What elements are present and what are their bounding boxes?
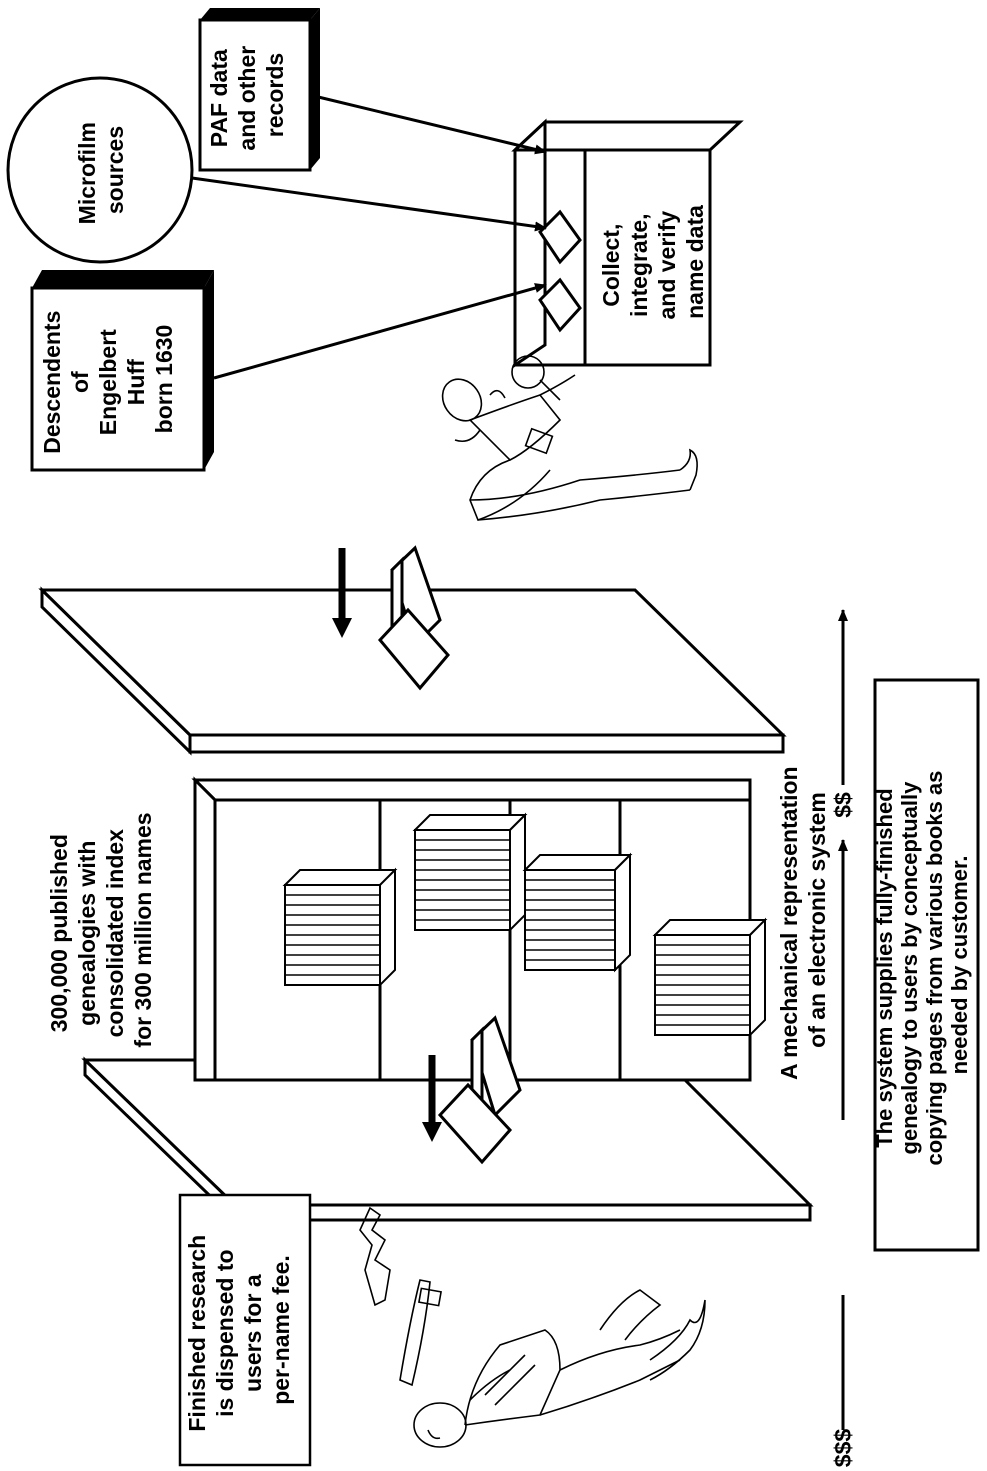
- output-down-arrow-head: [422, 1122, 442, 1142]
- input-printer-unit: [378, 545, 450, 691]
- collect-integrate-label: Collect, integrate, and verify name data: [598, 204, 708, 319]
- microfilm-sources-label: Microfilm sources: [74, 116, 128, 225]
- descendents-book-label: Descendents of Engelbert Huff born 1630: [39, 304, 177, 454]
- descendents-book-box: [30, 270, 214, 472]
- money-left-label: $$$: [830, 1429, 856, 1468]
- customer-figure: [359, 1206, 706, 1448]
- descendents-to-collect-arrow: [213, 283, 547, 380]
- book-stack-3: [522, 852, 633, 973]
- microfilm-to-collect-arrow: [191, 176, 547, 232]
- finished-research-label: Finished research is dispensed to users …: [184, 1228, 294, 1431]
- finished-research-box: [178, 1193, 312, 1467]
- paf-records-box: [198, 8, 320, 172]
- system-caption-text: The system supplies fully-finished genea…: [872, 764, 972, 1165]
- incoming-page-1: [538, 209, 582, 265]
- system-caption-box: [873, 678, 980, 1252]
- mechanical-representation-label: A mechanical representation of an electr…: [776, 760, 830, 1080]
- input-down-arrow-head: [332, 618, 352, 638]
- paf-records-label: PAF data and other records: [206, 39, 288, 150]
- paf-to-collect-arrow: [309, 93, 547, 155]
- researcher-figure: [441, 355, 698, 522]
- incoming-page-2: [538, 277, 582, 333]
- money-right-label: $$: [830, 792, 856, 818]
- library-label: 300,000 published genealogies with conso…: [46, 812, 156, 1047]
- collect-integrate-box: [511, 118, 744, 368]
- book-stack-1: [282, 867, 398, 988]
- book-stack-4: [652, 917, 768, 1038]
- output-printer-unit: [437, 1015, 522, 1165]
- book-stack-2: [412, 812, 528, 933]
- microfilm-sources-circle: [6, 76, 194, 264]
